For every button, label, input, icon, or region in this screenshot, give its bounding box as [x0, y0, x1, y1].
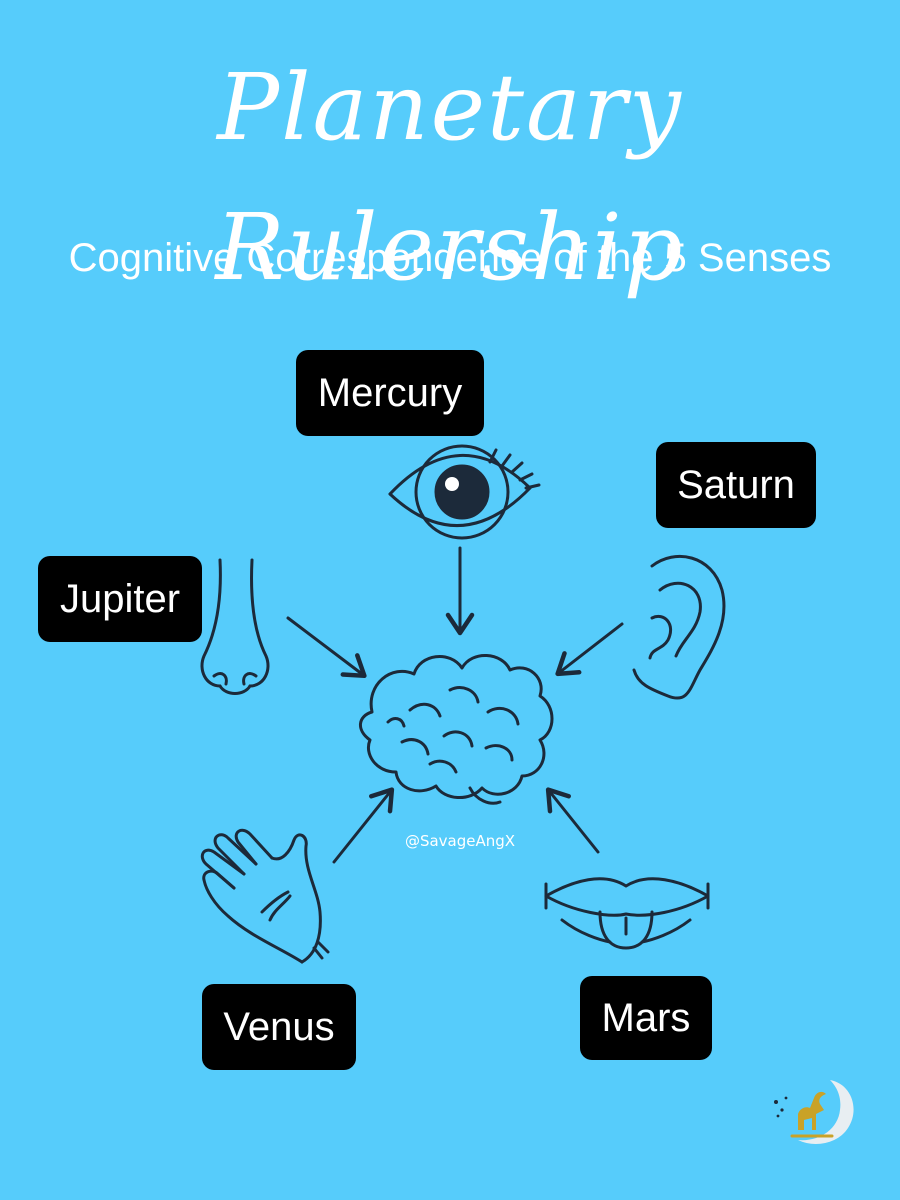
goat-moon-logo-icon — [774, 1080, 854, 1144]
planet-label-jupiter: Jupiter — [38, 556, 202, 642]
planet-name-mars: Mars — [601, 995, 691, 1040]
mouth-icon — [544, 877, 710, 950]
planet-name-jupiter: Jupiter — [59, 576, 181, 621]
watermark-handle: @SavageAngX — [404, 832, 516, 850]
arrow-mouth-to-brain — [545, 787, 600, 854]
arrow-ear-to-brain — [555, 622, 624, 677]
planet-label-mars: Mars — [580, 976, 712, 1060]
planet-name-venus: Venus — [223, 1004, 335, 1049]
arrow-hand-to-brain — [332, 787, 395, 864]
page-title: Planetary Rulership — [215, 54, 685, 301]
page-subtitle: Cognitive Correspondence of the 5 Senses — [68, 236, 832, 280]
eye-icon — [388, 444, 541, 540]
planet-name-saturn: Saturn — [677, 462, 795, 507]
brain-icon — [359, 654, 554, 805]
ear-icon — [632, 554, 726, 700]
arrows — [286, 546, 624, 864]
arrow-nose-to-brain — [286, 616, 367, 679]
planet-label-saturn: Saturn — [656, 442, 816, 528]
nose-icon — [200, 558, 270, 695]
planet-label-venus: Venus — [202, 984, 356, 1070]
planet-name-mercury: Mercury — [317, 370, 463, 415]
planet-label-mercury: Mercury — [296, 350, 484, 436]
hand-icon — [200, 828, 330, 964]
